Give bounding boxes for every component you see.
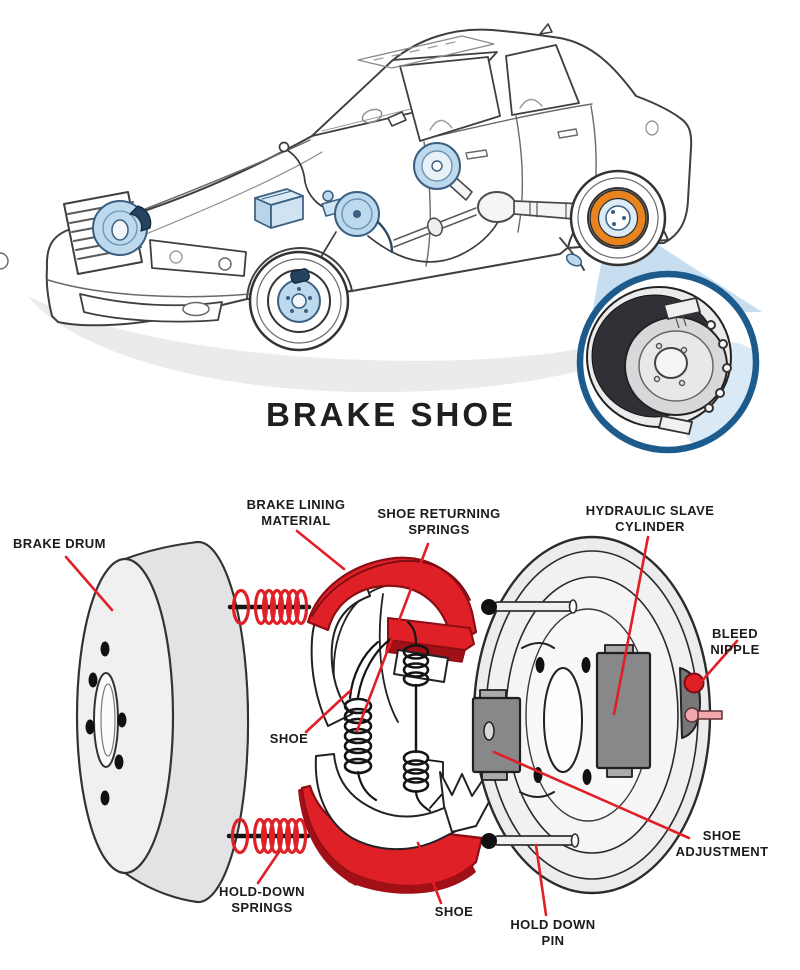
- abs-unit: [254, 188, 304, 229]
- page-title: BRAKE SHOE: [265, 396, 517, 433]
- side-mirror: [387, 111, 407, 127]
- pedal-linkage: [376, 220, 394, 254]
- leader-bleed-nipple: [699, 639, 739, 684]
- brake-drum-shape: [75, 540, 250, 904]
- brake-booster: [321, 190, 394, 254]
- bleed-nipple-shape: [683, 672, 705, 694]
- rear-wheel: [569, 169, 667, 267]
- callout-ring: [576, 270, 760, 454]
- differential: [477, 191, 517, 223]
- callout-circle: [576, 270, 760, 454]
- front-wheel: [248, 250, 350, 352]
- backplate: [471, 535, 723, 895]
- label-shoe-adjustment: SHOE ADJUSTMENT: [675, 828, 769, 860]
- leader-brake-drum: [64, 555, 114, 612]
- fog-light: [182, 301, 210, 317]
- brake-shoe-bottom: [298, 753, 491, 894]
- leader-shoe-adjustment: [492, 750, 691, 840]
- leader-shoe-lower: [416, 841, 443, 905]
- label-brake-lining-material: BRAKE LINING MATERIAL: [246, 497, 346, 529]
- callout-wheel-cylinder: [662, 296, 702, 321]
- front-door-glass: [399, 56, 501, 142]
- sunroof: [357, 35, 495, 69]
- front-bumper: [47, 279, 251, 323]
- leader-hold-down-pin: [534, 843, 548, 917]
- lining-top: [306, 556, 478, 648]
- label-bleed-nipple: BLEED NIPPLE: [710, 626, 760, 658]
- hold-down-pin-bottom: [481, 833, 580, 849]
- hydraulic-slave-cylinder-shape: [595, 644, 652, 778]
- label-brake-drum: BRAKE DRUM: [13, 536, 106, 551]
- leader-brake-lining: [295, 529, 346, 571]
- callout-drum-art: [586, 286, 756, 450]
- leader-returning-springs: [355, 542, 430, 733]
- fuel-door: [645, 120, 659, 136]
- door-handle-front: [465, 149, 489, 160]
- seat-outlines: [429, 98, 543, 131]
- far-rear-drum: [413, 142, 461, 190]
- reservoir-cap: [322, 190, 334, 202]
- leader-lines: [64, 529, 739, 917]
- label-hold-down-springs: HOLD-DOWN SPRINGS: [219, 884, 305, 916]
- car-illustration: [0, 23, 762, 393]
- leader-hydraulic-cylinder: [612, 535, 650, 716]
- rear-door-glass: [505, 44, 580, 116]
- hold-down-spring-bottom: [226, 817, 311, 855]
- label-shoe-upper: SHOE: [269, 731, 309, 746]
- leader-hold-down-springs: [256, 847, 283, 885]
- label-shoe-returning-springs: SHOE RETURNING SPRINGS: [377, 506, 501, 538]
- rear-drum-orange-ring: [590, 190, 646, 246]
- headlight: [0, 239, 247, 277]
- suspension-link: [565, 253, 583, 267]
- car-shadow: [28, 296, 706, 393]
- backplate-center-hole: [543, 667, 583, 773]
- door-handle-rear: [557, 128, 579, 139]
- label-hydraulic-slave-cylinder: HYDRAULIC SLAVE CYLINDER: [585, 503, 715, 535]
- shoe-adjuster-shape: [471, 689, 522, 781]
- hold-down-pin-top: [481, 599, 578, 615]
- drum-bolt-holes: [85, 641, 127, 806]
- hold-down-spring-top: [227, 588, 312, 626]
- antenna-fin: [539, 23, 553, 35]
- nipple-pin: [697, 710, 723, 720]
- label-hold-down-pin: HOLD DOWN PIN: [510, 917, 596, 949]
- leader-shoe-upper: [304, 689, 352, 734]
- steering-wheel: [361, 108, 383, 124]
- far-front-rotor: [92, 200, 152, 256]
- exploded-diagram: [64, 529, 739, 917]
- label-shoe-lower: SHOE: [434, 904, 474, 919]
- front-caliper: [290, 268, 310, 284]
- shoe-return-springs: [343, 620, 444, 813]
- brake-shoe-top: [306, 556, 478, 727]
- bleed-nipple-assembly: [679, 667, 723, 739]
- caliper: [129, 205, 152, 232]
